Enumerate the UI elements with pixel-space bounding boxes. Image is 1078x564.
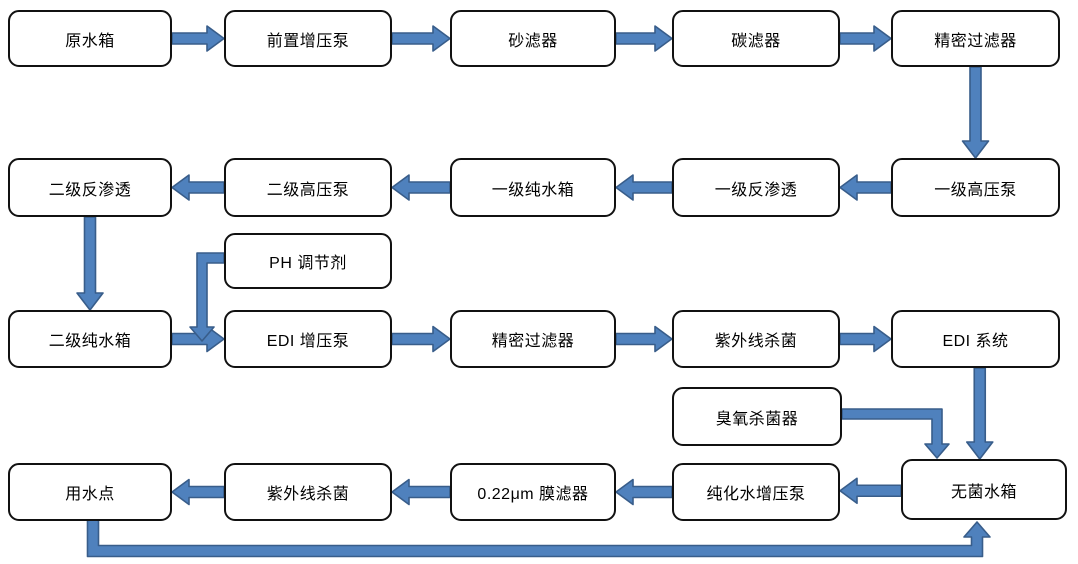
arrow-carbon-filter-to-precision-filter-1	[839, 25, 892, 52]
flow-node-edi-system: EDI 系统	[891, 310, 1060, 368]
flow-node-pre-boost-pump: 前置增压泵	[224, 10, 392, 67]
flow-node-label: 原水箱	[65, 32, 115, 50]
flow-node-label: 二级反渗透	[48, 181, 132, 199]
arrow-stage1-hp-pump-to-stage1-ro	[839, 174, 892, 201]
flow-node-uv-sterilizer-2: 紫外线杀菌	[224, 463, 392, 521]
arrow-use-point-to-sterile-tank	[86, 518, 991, 558]
flow-node-use-point: 用水点	[8, 463, 172, 521]
arrow-sand-filter-to-carbon-filter	[615, 25, 673, 52]
flow-node-stage1-ro: 一级反渗透	[672, 158, 840, 217]
arrow-stage2-ro-to-stage2-pure-tank	[76, 216, 104, 311]
flow-node-label: EDI 系统	[942, 333, 1009, 350]
flow-node-uv-sterilizer-1: 紫外线杀菌	[672, 310, 840, 368]
flow-node-label: 用水点	[65, 486, 115, 503]
flow-node-stage2-ro: 二级反渗透	[8, 158, 172, 217]
flow-node-label: 精密过滤器	[934, 32, 1017, 50]
flow-node-label: 臭氧杀菌器	[715, 410, 799, 428]
flow-node-sterile-tank: 无菌水箱	[901, 459, 1067, 520]
flow-node-label: PH 调节剂	[269, 255, 347, 272]
flow-node-stage1-hp-pump: 一级高压泵	[891, 158, 1060, 217]
arrow-ph-adjuster-to-edi-boost-pump	[189, 252, 225, 342]
flow-node-label: EDI 增压泵	[266, 333, 350, 350]
flow-node-label: 碳滤器	[731, 32, 781, 50]
flow-node-raw-tank: 原水箱	[8, 10, 172, 67]
arrow-sterile-tank-to-purified-boost-pump	[839, 477, 902, 505]
flow-node-label: 无菌水箱	[950, 483, 1017, 501]
flow-node-purified-boost-pump: 纯化水增压泵	[672, 463, 840, 521]
flow-node-label: 一级纯水箱	[491, 181, 575, 199]
arrow-pre-boost-pump-to-sand-filter	[391, 25, 451, 52]
arrow-edi-boost-pump-to-precision-filter-2	[391, 325, 451, 353]
flow-node-stage1-pure-tank: 一级纯水箱	[450, 158, 616, 217]
arrow-ozone-sterilizer-to-sterile-tank	[841, 408, 950, 459]
flow-node-label: 一级反渗透	[714, 181, 798, 199]
flow-node-ozone-sterilizer: 臭氧杀菌器	[672, 387, 842, 446]
arrow-raw-tank-to-pre-boost-pump	[171, 25, 225, 52]
flow-node-stage2-hp-pump: 二级高压泵	[224, 158, 392, 217]
flow-node-ph-adjuster: PH 调节剂	[224, 233, 392, 289]
flow-node-label: 一级高压泵	[934, 181, 1017, 199]
arrow-uv-sterilizer-1-to-edi-system	[839, 325, 892, 353]
flow-node-edi-boost-pump: EDI 增压泵	[224, 310, 392, 368]
arrow-stage2-hp-pump-to-stage2-ro	[171, 174, 225, 201]
flow-node-label: 纯化水增压泵	[706, 486, 806, 503]
flow-node-label: 砂滤器	[508, 32, 558, 50]
flow-node-precision-filter-2: 精密过滤器	[450, 310, 616, 368]
flow-node-label: 二级高压泵	[266, 181, 350, 199]
arrow-precision-filter-2-to-uv-sterilizer-1	[615, 325, 673, 353]
arrow-precision-filter-1-to-stage1-hp-pump	[961, 66, 990, 159]
flow-node-membrane-filter: 0.22μm 膜滤器	[450, 463, 616, 521]
flow-node-carbon-filter: 碳滤器	[672, 10, 840, 67]
arrow-stage1-ro-to-stage1-pure-tank	[615, 174, 673, 201]
flow-node-label: 前置增压泵	[266, 32, 350, 50]
flow-node-label: 0.22μm 膜滤器	[477, 486, 589, 503]
flow-node-precision-filter-1: 精密过滤器	[891, 10, 1060, 67]
flow-node-label: 精密过滤器	[491, 333, 575, 350]
arrow-stage1-pure-tank-to-stage2-hp-pump	[391, 174, 451, 201]
arrow-edi-system-to-sterile-tank	[965, 367, 994, 460]
arrow-membrane-filter-to-uv-sterilizer-2	[391, 478, 451, 506]
flow-node-label: 紫外线杀菌	[714, 333, 798, 350]
arrow-uv-sterilizer-2-to-use-point	[171, 478, 225, 506]
flow-node-label: 紫外线杀菌	[266, 486, 350, 503]
flow-node-sand-filter: 砂滤器	[450, 10, 616, 67]
arrow-purified-boost-pump-to-membrane-filter	[615, 478, 673, 506]
flow-node-label: 二级纯水箱	[48, 333, 132, 350]
flow-node-stage2-pure-tank: 二级纯水箱	[8, 310, 172, 368]
